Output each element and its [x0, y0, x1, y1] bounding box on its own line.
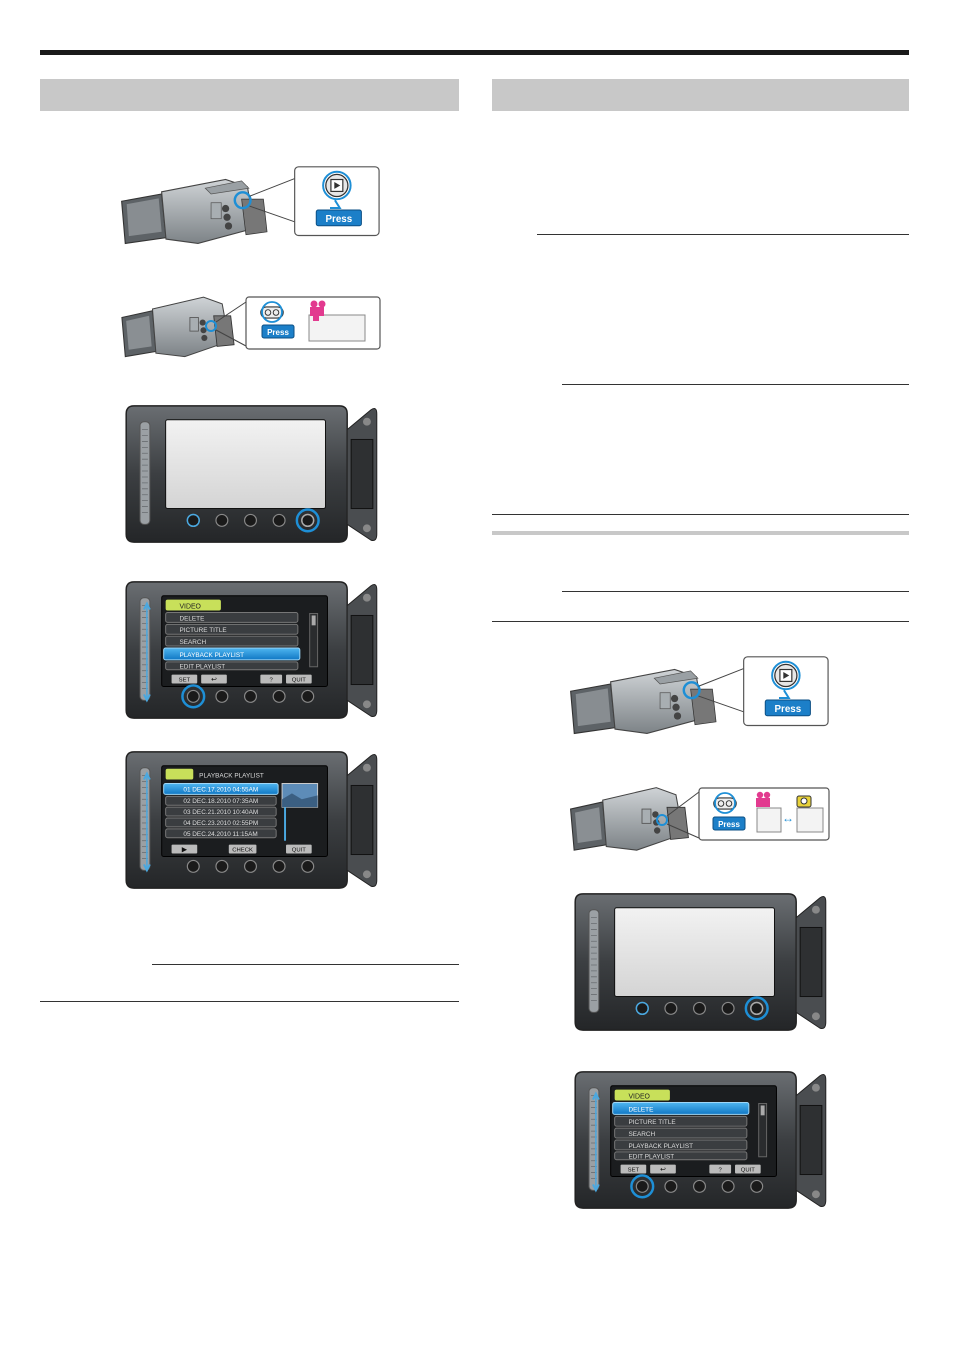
video-tab: VIDEO	[628, 1094, 650, 1101]
press-label: Press	[325, 214, 352, 225]
switch-arrow-icon: ↔	[782, 811, 794, 825]
camcorder-mode-switch-illustration: Press ↔	[567, 782, 832, 854]
playlist-item: 04 DEC.23.2010 02:55PM	[183, 820, 258, 827]
lcd-menu-button-illustration	[118, 400, 383, 548]
camcorder-video-mode-illustration: Press	[118, 292, 383, 360]
back-icon: ↩	[660, 1167, 666, 1174]
help-button-label: ?	[719, 1168, 723, 1174]
play-button-label: ▶	[182, 847, 188, 854]
ok-button-icon	[186, 513, 200, 528]
quit-button-label: QUIT	[292, 678, 307, 684]
menu-item-edit-playlist: EDIT PLAYLIST	[628, 1154, 674, 1161]
menu-item-playback-playlist: PLAYBACK PLAYLIST	[628, 1143, 693, 1150]
play-button-icon	[774, 663, 798, 688]
divider	[562, 384, 909, 385]
still-mode-icon	[796, 795, 812, 808]
menu-item-playback-playlist: PLAYBACK PLAYLIST	[179, 652, 244, 659]
menu-button-icon	[750, 1001, 764, 1016]
menu-item-delete: DELETE	[179, 615, 204, 622]
set-button-label: SET	[179, 678, 191, 684]
ok-button-icon	[635, 1001, 649, 1016]
divider	[492, 514, 909, 515]
divider	[562, 591, 909, 592]
divider	[152, 964, 459, 965]
playlist-item: 02 DEC.18.2010 07:35AM	[183, 798, 258, 805]
press-label: Press	[774, 704, 801, 715]
mode-switch-icon	[713, 797, 737, 810]
playlist-item: 03 DEC.21.2010 10:40AM	[183, 809, 258, 816]
divider	[492, 621, 909, 622]
menu-item-delete: DELETE	[628, 1106, 653, 1113]
quit-button-label: QUIT	[741, 1168, 756, 1174]
right-section-header	[492, 79, 909, 111]
video-mode-icon	[310, 300, 326, 321]
playlist-item: 05 DEC.24.2010 11:15AM	[183, 831, 257, 838]
lcd-playlist-illustration: PLAYBACK PLAYLIST 01 DEC.17.2010 04:55AM…	[118, 746, 383, 894]
menu-item-search: SEARCH	[179, 639, 206, 646]
playlist-item: 01 DEC.17.2010 04:55AM	[183, 786, 258, 793]
play-button-icon	[325, 173, 349, 198]
menu-item-picture-title: PICTURE TITLE	[179, 627, 226, 634]
press-label: Press	[718, 820, 740, 829]
divider	[537, 234, 909, 235]
divider	[492, 531, 909, 535]
camcorder-playback-illustration: Press	[118, 160, 383, 260]
check-button-label: CHECK	[232, 848, 253, 854]
video-tab: VIDEO	[179, 604, 201, 611]
video-mode-icon	[756, 791, 771, 807]
set-button-label: SET	[628, 1168, 640, 1174]
divider	[40, 1001, 459, 1002]
menu-list: DELETE PICTURE TITLE SEARCH PLAYBACK PLA…	[612, 1102, 750, 1161]
menu-list: DELETE PICTURE TITLE SEARCH PLAYBACK PLA…	[163, 612, 301, 671]
camcorder-playback-illustration: Press	[567, 650, 832, 750]
top-bar	[40, 50, 909, 55]
back-icon: ↩	[211, 677, 217, 684]
lcd-menu-button-illustration	[567, 888, 832, 1036]
press-label: Press	[267, 328, 289, 337]
quit-button-label: QUIT	[292, 848, 307, 854]
menu-item-edit-playlist: EDIT PLAYLIST	[179, 664, 225, 671]
lcd-video-menu-illustration: VIDEO DELETE PICTURE TITLE SEARCH PLAYBA…	[118, 576, 383, 724]
left-section-header	[40, 79, 459, 111]
menu-item-picture-title: PICTURE TITLE	[628, 1119, 675, 1126]
playlist-title: PLAYBACK PLAYLIST	[199, 773, 264, 780]
mode-switch-icon	[260, 306, 284, 319]
help-button-label: ?	[270, 678, 274, 684]
menu-button-icon	[301, 513, 315, 528]
lcd-video-menu-delete-illustration: VIDEO DELETE PICTURE TITLE SEARCH PLAYBA…	[567, 1066, 832, 1214]
menu-item-search: SEARCH	[628, 1131, 655, 1138]
